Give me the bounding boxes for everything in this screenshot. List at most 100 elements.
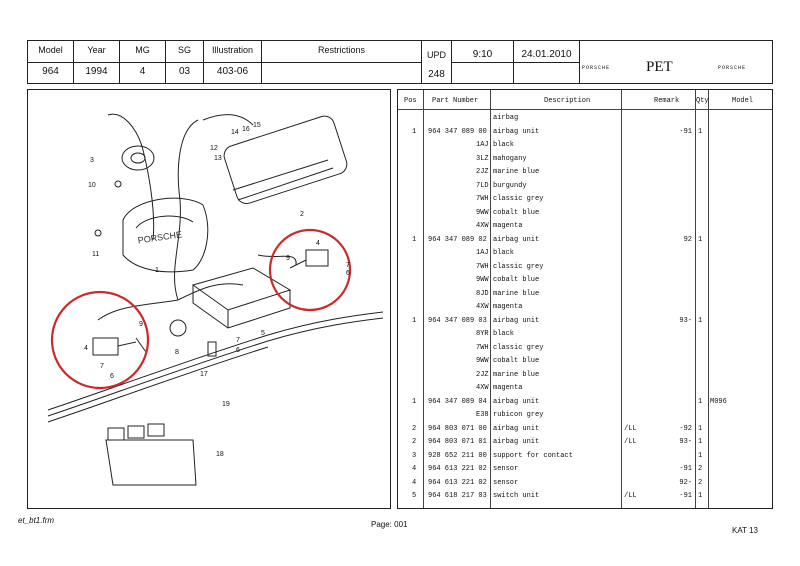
table-cell-part: 9WW [476,276,489,284]
table-cell-desc: black [493,249,515,257]
model-value: 964 [42,66,59,77]
parts-diagram: PORSCHE 1 2 3 4 4 5 6 6 6 7 7 7 8 9 9 10… [47,113,384,486]
table-cell-qty: 1 [698,397,703,406]
table-cell-desc: airbag unit [493,316,540,325]
table-cell-part: 2JZ [476,168,489,176]
table-cell-part: 964 347 089 00 [428,127,487,136]
parts-diagram-panel: PORSCHE 1 2 3 4 4 5 6 6 6 7 7 7 8 9 9 10… [27,89,391,509]
table-cell-desc: black [493,141,515,149]
table-cell-part: E38 [476,411,489,419]
table-row: E38 rubicon grey [398,409,772,421]
table-cell-remark: 92 [683,235,692,244]
highlight-circle-left [50,290,150,390]
table-cell-part: 964 347 089 02 [428,235,487,244]
callout-9b: 9 [286,255,290,262]
table-cell-remark: 93- [679,316,692,325]
table-cell-desc: classic grey [493,262,544,271]
table-cell-desc: rubicon grey [493,411,544,419]
table-row: 7WH classic grey [398,261,772,273]
table-cell-part: 964 803 071 01 [428,438,487,446]
callout-16: 16 [242,126,250,133]
col-pos: Pos [404,97,417,105]
restrictions-cell: Restrictions [262,41,422,83]
col-qty: Qty [696,97,709,105]
table-cell-part: 964 347 089 04 [428,397,487,406]
table-cell-remark: -91 [679,465,692,473]
table-cell-desc: magenta [493,303,523,311]
table-cell-part: 1AJ [476,249,489,257]
col-desc: Description [544,97,591,105]
col-part: Part Number [432,97,479,105]
table-cell-part: 8JD [476,289,489,298]
table-cell-part: 8YR [476,330,489,338]
table-cell-qty: 2 [698,478,703,487]
table-cell-desc: classic grey [493,343,544,352]
col-remark: Remark [654,97,680,105]
table-cell-desc: airbag unit [493,424,540,433]
brand-left: PORSCHE [582,65,611,71]
parts-table: Pos Part Number Description Remark Qty M… [397,89,773,509]
table-cell-part: 7LD [476,181,489,190]
table-row: 1AJ black [398,247,772,259]
callout-7b: 7 [236,337,240,344]
table-cell-remark: -92 [679,424,692,433]
callout-13: 13 [214,155,222,162]
callout-4a: 4 [84,345,88,352]
table-cell-pos: 2 [412,424,417,433]
sg-value: 03 [178,66,191,77]
table-cell-qty: 1 [698,424,703,433]
table-cell-desc: cobalt blue [493,357,540,365]
table-cell-desc: sensor [493,465,519,473]
mg-label: MG [135,45,150,55]
table-cell-qty: 1 [698,127,703,136]
table-cell-part: 9WW [476,208,489,217]
mg-value: 4 [139,66,146,77]
illustration-label: Illustration [211,45,254,55]
year-cell: Year 1994 [74,41,120,83]
table-cell-desc: black [493,330,515,338]
table-row: airbag [398,112,772,124]
table-cell-desc: magenta [493,384,523,392]
year-value: 1994 [85,66,108,77]
table-cell-restr: /LL [624,438,637,446]
table-cell-pos: 3 [412,451,417,460]
table-cell-desc: classic grey [493,195,544,203]
time-value: 9:10 [472,49,493,60]
table-cell-qty: 2 [698,465,703,473]
table-cell-desc: airbag unit [493,438,540,446]
footer-page: Page: 001 [371,520,408,529]
footer-file: et_bt1.frm [18,516,55,525]
mg-cell: MG 4 [120,41,166,83]
illustration-cell: Illustration 403-06 [204,41,262,83]
header-table: Model 964 Year 1994 MG 4 SG 03 Illustrat… [27,40,773,84]
col-model: Model [732,97,754,105]
table-cell-pos: 1 [412,127,417,136]
table-cell-desc: sensor [493,478,519,487]
callout-7a: 7 [100,363,104,370]
table-cell-remark: -91 [679,127,692,136]
table-cell-desc: airbag unit [493,397,540,406]
restrictions-label: Restrictions [317,45,365,55]
table-cell-pos: 1 [412,397,417,406]
table-cell-part: 7WH [476,262,489,271]
table-cell-part: 964 347 089 03 [428,316,487,325]
table-cell-part: 3LZ [476,154,489,163]
table-cell-desc: marine blue [493,370,540,379]
date-value: 24.01.2010 [521,49,572,60]
table-cell-part: 964 613 221 02 [428,478,487,487]
year-label: Year [87,45,106,55]
table-cell-desc: mahogany [493,154,527,163]
